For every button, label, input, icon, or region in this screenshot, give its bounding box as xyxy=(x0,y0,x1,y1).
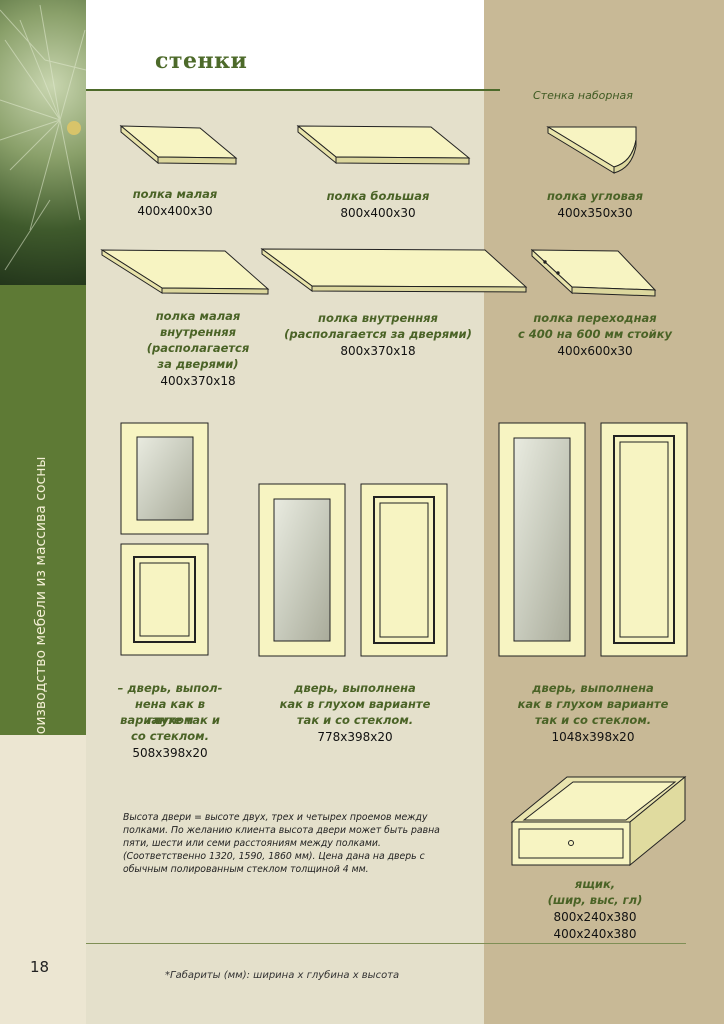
shelf-small-image xyxy=(119,124,238,165)
door-medium-name-1: дверь, выполнена xyxy=(294,681,416,695)
shelf-small-inner-dims: 400х370х18 xyxy=(160,374,236,388)
shelf-small-name: полка малая xyxy=(132,187,218,201)
title-divider xyxy=(86,89,500,91)
shelf-corner-dims: 400х350х30 xyxy=(557,206,633,220)
shelf-corner-image xyxy=(546,126,637,174)
shelf-transition-name-2: с 400 на 600 мм стойку xyxy=(517,327,673,341)
sidebar-band xyxy=(0,285,86,735)
door-large-name-1: дверь, выполнена xyxy=(532,681,654,695)
drawer-image xyxy=(510,775,687,867)
door-height-note: Высота двери = высоте двух, трех и четыр… xyxy=(123,812,440,875)
door-medium-glass-image xyxy=(258,483,346,657)
shelf-large-image xyxy=(296,124,471,165)
door-small-glass-image xyxy=(120,422,209,535)
door-small-name-4: со стеклом. xyxy=(131,729,209,743)
section-header: Стенка наборная xyxy=(533,89,633,102)
shelf-small-dims: 400х400х30 xyxy=(137,204,213,218)
door-medium-name-3: так и со стеклом. xyxy=(296,713,414,727)
shelf-small-inner-image xyxy=(100,249,270,295)
drawer-dims-2: 400х240х380 xyxy=(553,927,637,941)
shelf-transition-image xyxy=(530,248,657,297)
drawer-name-1: ящик, xyxy=(574,877,616,891)
door-large-name-3: так и со стеклом. xyxy=(534,713,652,727)
page-number-area xyxy=(0,735,86,1024)
door-medium-dims: 778х398х20 xyxy=(317,730,393,744)
shelf-small-inner-name-4: за дверями) xyxy=(157,357,239,371)
shelf-small-inner-name-1: полка малая xyxy=(155,309,241,323)
door-small-dims: 508х398х20 xyxy=(132,746,208,760)
dimensions-footnote: *Габариты (мм): ширина х глубина х высот… xyxy=(165,970,400,981)
door-medium-solid-image xyxy=(360,483,448,657)
bottom-divider xyxy=(86,943,686,944)
door-large-dims: 1048х398х20 xyxy=(551,730,635,744)
shelf-inner-name-2: (располагается за дверями) xyxy=(284,327,472,341)
drawer-name-2: (шир, выс, гл) xyxy=(547,893,643,907)
shelf-transition-dims: 400х600х30 xyxy=(557,344,633,358)
shelf-inner-dims: 800х370х18 xyxy=(340,344,416,358)
door-small-name-3: варианте так и xyxy=(120,713,220,727)
door-small-name-2: нена как в глухом xyxy=(134,697,206,727)
door-large-name-2: как в глухом варианте xyxy=(517,697,669,711)
door-large-glass-image xyxy=(498,422,586,657)
page-title: стенки xyxy=(155,48,248,74)
shelf-corner-name: полка угловая xyxy=(546,189,644,203)
door-large-solid-image xyxy=(600,422,688,657)
shelf-inner-name-1: полка внутренняя xyxy=(318,311,438,325)
shelf-inner-image xyxy=(260,248,528,293)
drawer-dims-1: 800х240х380 xyxy=(553,910,637,924)
shelf-large-name: полка большая xyxy=(326,189,430,203)
shelf-transition-name-1: полка переходная xyxy=(533,311,657,325)
door-small-name-1: – дверь, выпол- xyxy=(117,681,223,695)
pine-needles-image xyxy=(0,4,86,271)
shelf-small-inner-name-3: (располагается xyxy=(146,341,250,355)
door-small-solid-image xyxy=(120,543,209,656)
shelf-small-inner-name-2: внутренняя xyxy=(159,325,237,339)
page-number: 18 xyxy=(30,958,50,976)
door-medium-name-2: как в глухом варианте xyxy=(279,697,431,711)
shelf-large-dims: 800х400х30 xyxy=(340,206,416,220)
pine-branch-photo xyxy=(0,0,86,285)
